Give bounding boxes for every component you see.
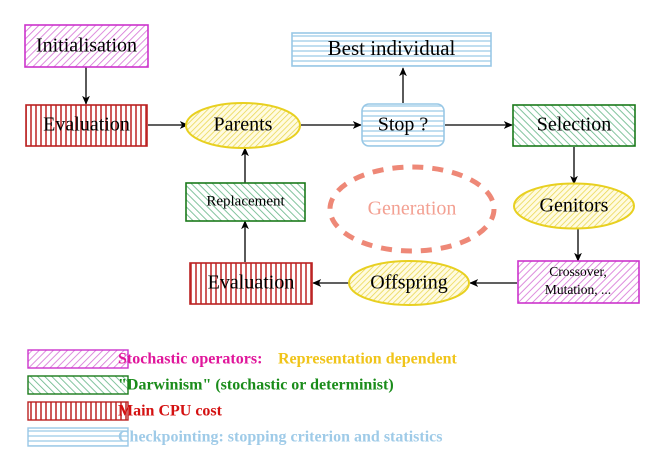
node-offspring[interactable]: Offspring [348,260,470,306]
node-selection[interactable]: Selection [512,104,636,147]
node-evaluation-top[interactable]: Evaluation [25,104,148,147]
node-evaluation-bottom-label: Evaluation [208,272,295,294]
legend-label-main-cpu-cost: Main CPU cost [118,403,223,420]
legend-item-checkpointing: Checkpointing: stopping criterion and st… [27,427,442,447]
legend-label-representation-dependent: Representation dependent [278,351,457,368]
legend-label-darwinism: "Darwinism" (stochastic or determinist) [118,377,394,394]
node-stop[interactable]: Stop ? [361,103,445,147]
legend-item-main-cpu-cost: Main CPU cost [27,401,223,421]
node-initialisation-label: Initialisation [36,35,137,57]
node-replacement[interactable]: Replacement [185,182,306,222]
legend-label-checkpointing: Checkpointing: stopping criterion and st… [118,429,442,446]
node-genitors-label: Genitors [540,195,609,217]
edges-layer [82,67,582,287]
nodes-layer: Initialisation Evaluation Parents Best i… [24,24,640,306]
node-selection-label: Selection [537,114,611,136]
node-evaluation-bottom[interactable]: Evaluation [189,262,313,305]
node-initialisation[interactable]: Initialisation [24,24,149,68]
node-crossover-mutation[interactable]: Crossover, Mutation, ... [517,260,640,304]
legend-swatch-green-diagonal [27,375,129,395]
legend-label-stochastic-operators: Stochastic operators: [118,351,262,368]
legend-swatch-magenta-diagonal [27,349,129,369]
node-best-individual-label: Best individual [328,36,456,60]
node-genitors[interactable]: Genitors [513,182,635,230]
node-evaluation-top-label: Evaluation [43,114,130,136]
generation-label: Generation [368,198,457,220]
node-crossover-mutation-line2: Mutation, ... [545,282,611,297]
node-stop-label: Stop ? [378,114,429,136]
node-replacement-label: Replacement [206,193,285,209]
legend-item-stochastic-operators: Stochastic operators: Representation dep… [27,349,457,369]
legend-swatch-blue-horizontal [27,427,129,447]
legend-swatch-red-vertical [27,401,129,421]
legend-item-darwinism: "Darwinism" (stochastic or determinist) [27,375,394,395]
generation-marker: Generation [327,164,497,254]
node-offspring-label: Offspring [370,272,447,294]
node-best-individual[interactable]: Best individual [291,32,492,67]
node-parents-label: Parents [214,114,273,136]
legend: Stochastic operators: Representation dep… [27,349,457,447]
generation-dashed-ellipse [327,164,497,254]
node-parents[interactable]: Parents [185,102,301,149]
node-crossover-mutation-line1: Crossover, [549,264,607,279]
